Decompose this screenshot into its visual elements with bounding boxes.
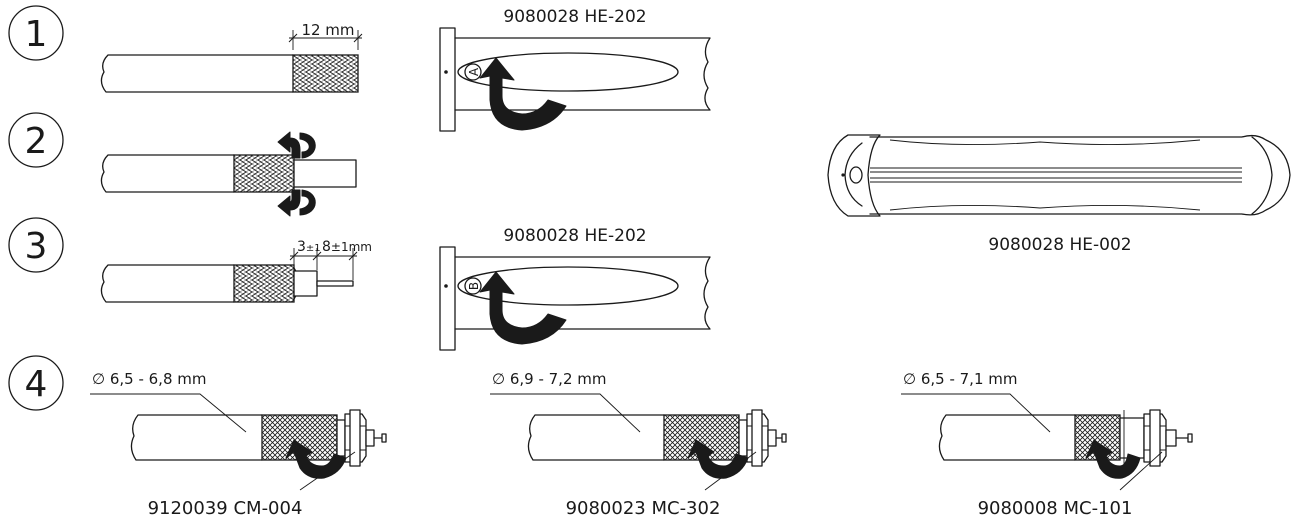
connector-3-diameter: ∅ 6,5 - 7,1 mm xyxy=(903,370,1018,388)
connector-3-rotate-arrow-icon xyxy=(1085,439,1141,479)
fold-arrow-bottom-icon xyxy=(277,189,301,217)
step-1-badge: 1 xyxy=(8,5,64,61)
step-2-number: 2 xyxy=(25,121,48,162)
connector-3: ∅ 6,5 - 7,1 mm 9080008 MC-101 xyxy=(901,370,1193,519)
connector-1-part-number: 9120039 CM-004 xyxy=(148,498,303,519)
connector-3-part-number: 9080008 MC-101 xyxy=(978,498,1133,519)
step-3-number: 3 xyxy=(25,226,48,267)
tool-b-title: 9080028 HE-202 xyxy=(503,226,646,246)
tool-a-title: 9080028 HE-202 xyxy=(503,7,646,27)
tool-b-illustration: 9080028 HE-202 B xyxy=(439,226,711,351)
tool-side-illustration: 9080028 HE-002 xyxy=(827,134,1291,255)
step-1-number: 1 xyxy=(25,14,48,55)
connector-2: ∅ 6,9 - 7,2 mm 9080023 MC-302 xyxy=(490,370,787,519)
tool-a-illustration: 9080028 HE-202 A xyxy=(439,7,711,132)
tool-a-marker: A xyxy=(467,67,481,76)
connector-1: ∅ 6,5 - 6,8 mm 9120039 CM-004 xyxy=(90,370,387,519)
braid-strip-dimension: 12 mm xyxy=(301,21,354,39)
step-3-cable: 3±1 8±1mm xyxy=(100,239,372,303)
step-3-badge: 3 xyxy=(8,217,64,273)
tool-side-title: 9080028 HE-002 xyxy=(988,235,1131,255)
step-2-cable xyxy=(100,131,357,217)
tool-b-marker: B xyxy=(467,282,481,290)
step-2-badge: 2 xyxy=(8,112,64,168)
step-4-number: 4 xyxy=(25,364,48,405)
step-1-cable: 12 mm xyxy=(100,21,363,93)
connector-2-part-number: 9080023 MC-302 xyxy=(566,498,721,519)
tool-a-rotate-arrow-icon xyxy=(479,57,567,131)
step-4-badge: 4 xyxy=(8,355,64,411)
dielectric-dimension: 3±1 xyxy=(297,239,321,255)
connector-1-diameter: ∅ 6,5 - 6,8 mm xyxy=(92,370,207,388)
connector-2-diameter: ∅ 6,9 - 7,2 mm xyxy=(492,370,607,388)
fold-arrow-top-icon xyxy=(277,131,301,159)
conductor-dimension: 8±1mm xyxy=(322,239,372,255)
tool-b-rotate-arrow-icon xyxy=(479,271,567,345)
